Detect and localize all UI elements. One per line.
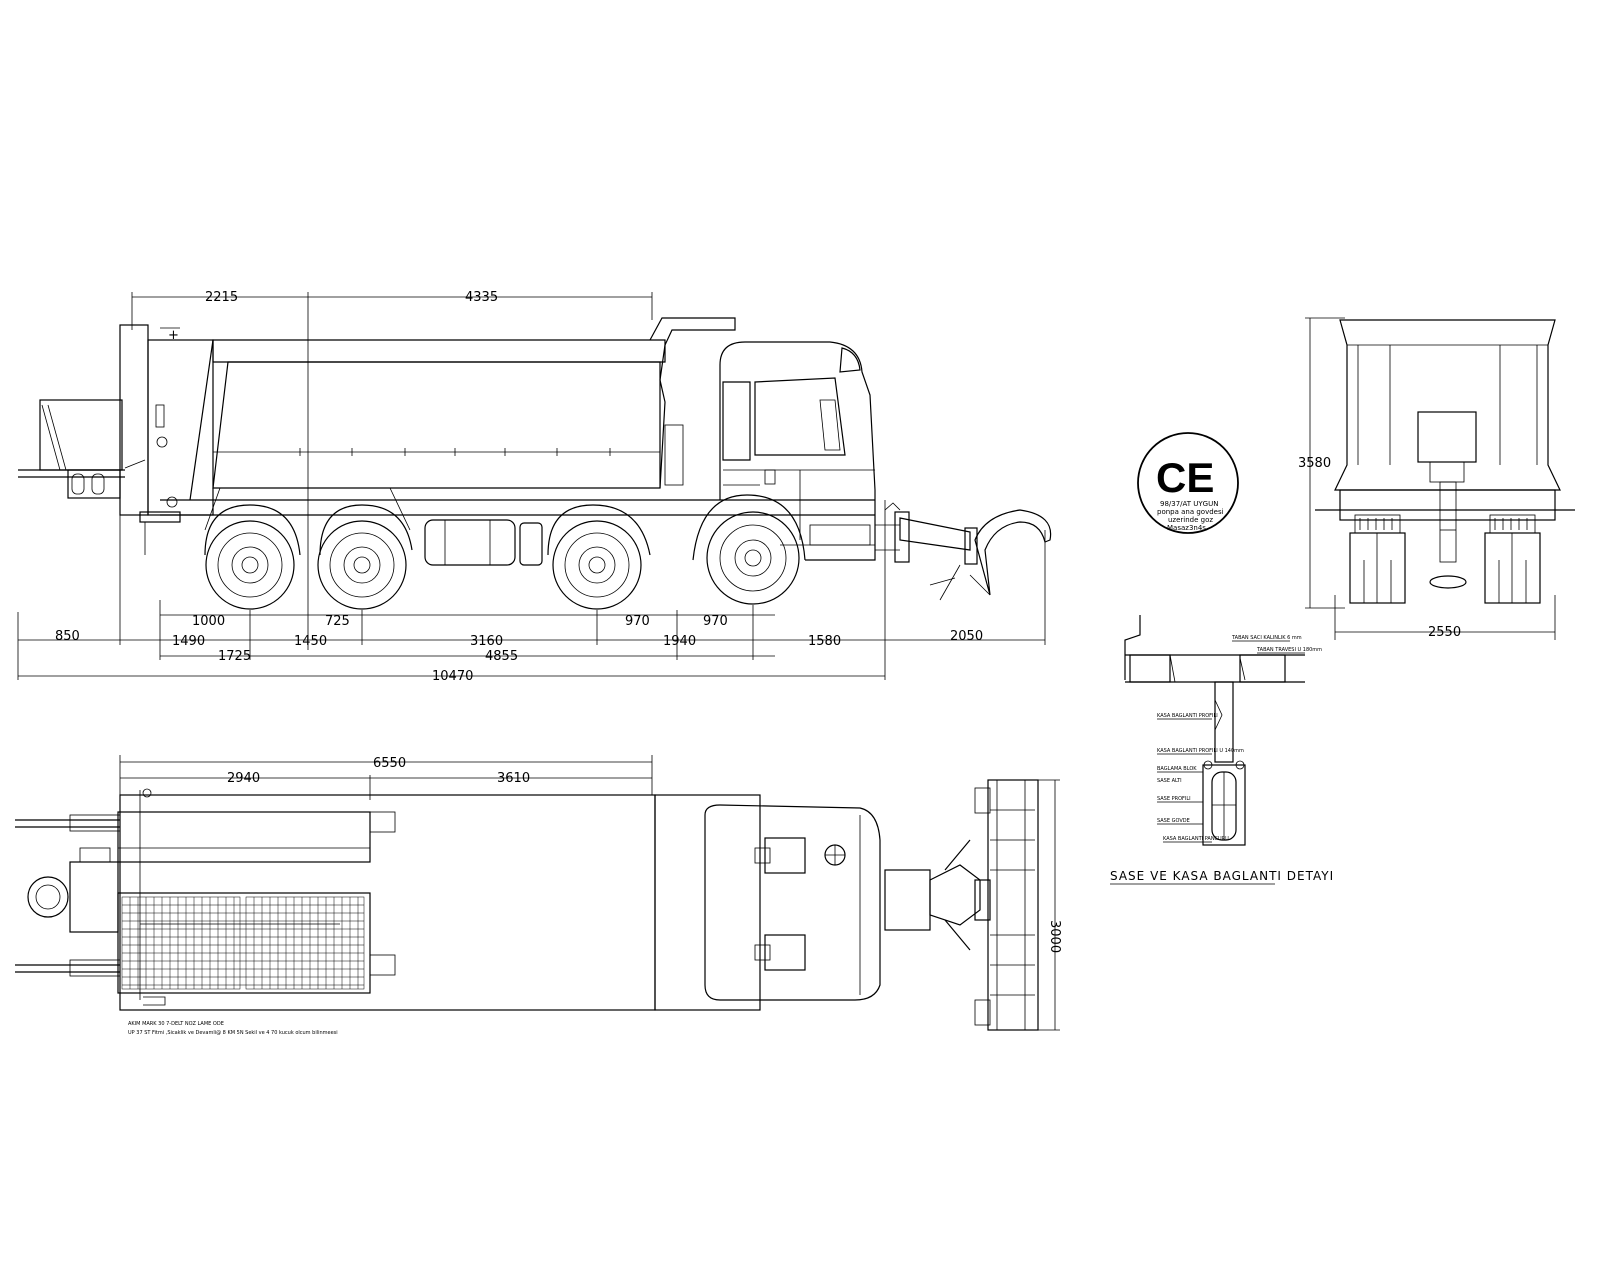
snow-plow-side: [875, 502, 1052, 601]
side-view: 2215 4335 +: [17, 290, 1052, 684]
detail-label-4: KASA BAGLANTI PROFILI U 140mm: [1157, 748, 1244, 754]
detail-title: SASE VE KASA BAGLANTI DETAYI: [1110, 869, 1334, 883]
dim-row2-3: 1450: [294, 634, 327, 649]
dim-row2-7: 2050: [950, 629, 983, 644]
note-2: UP 37 ST Fitmi ,Sicaklik ve Devamli@ 8 K…: [128, 1030, 338, 1036]
dim-row2-6: 1580: [808, 634, 841, 649]
ce-line-4: Masaz3n4s: [1167, 524, 1206, 532]
detail-label-3: KASA BAGLANTI PROFILI: [1157, 713, 1218, 719]
detail-label-7: SASE PROFILI: [1157, 796, 1191, 802]
snow-plow-top: 3000: [884, 779, 1062, 1031]
dim-row3-2: 4855: [485, 649, 518, 664]
wheel-3: [552, 520, 642, 610]
detail-label-8: SASE GOVDE: [1157, 818, 1190, 824]
dim-row2-1: 850: [55, 629, 80, 644]
dim-top-2: 4335: [465, 290, 498, 305]
ce-seal: CE 98/37/AT UYGUN ponpa ana govdesi uzer…: [1137, 432, 1239, 534]
top-dim-2: 3610: [497, 771, 530, 786]
rear-height-dim: 3580: [1298, 456, 1331, 471]
ce-line-2: ponpa ana govdesi: [1157, 508, 1224, 516]
dim-row3-1: 1725: [218, 649, 251, 664]
detail-label-2: TABAN TRAVESI U 180mm: [1256, 647, 1322, 653]
detail-label-6: SASE ALTI: [1157, 778, 1182, 784]
dim-row2-5: 1940: [663, 634, 696, 649]
top-dim-1: 2940: [227, 771, 260, 786]
dim-row2-4: 3160: [470, 634, 503, 649]
dim-total: 10470: [432, 669, 473, 684]
dim-row1-2: 725: [325, 614, 350, 629]
dim-row1-1: 1000: [192, 614, 225, 629]
wheel-2: [317, 520, 407, 610]
detail-label-5: BAGLAMA BLOK: [1157, 766, 1197, 772]
dim-row1-4: 970: [703, 614, 728, 629]
ce-line-3: uzerinde goz: [1168, 516, 1213, 524]
rear-view: 3580 2550: [1298, 317, 1575, 640]
connection-detail: TABAN SACI KALINLIK 6 mm TABAN TRAVESI U…: [1110, 615, 1334, 885]
rear-width-dim: 2550: [1428, 625, 1461, 640]
ce-line-1: 98/37/AT UYGUN: [1160, 500, 1218, 508]
wheel-1: [205, 520, 295, 610]
top-dim-total: 6550: [373, 756, 406, 771]
plow-width-dim: 3000: [1047, 920, 1062, 953]
dim-row1-3: 970: [625, 614, 650, 629]
dim-row2-2: 1490: [172, 634, 205, 649]
detail-label-1: TABAN SACI KALINLIK 6 mm: [1231, 635, 1302, 641]
note-1: AKIM MARK 30 7-DELT NOZ LAME ODE: [128, 1021, 224, 1027]
detail-labels: TABAN SACI KALINLIK 6 mm TABAN TRAVESI U…: [1157, 635, 1322, 843]
detail-label-9: KASA BAGLANTI PANCURU: [1163, 836, 1229, 842]
spreader-grid: [121, 896, 365, 990]
svg-text:+: +: [168, 328, 179, 343]
top-view: 6550 2940 3610: [15, 755, 1062, 1036]
ce-mark: CE: [1156, 454, 1214, 501]
wheel-4: [706, 511, 800, 605]
dim-top-1: 2215: [205, 290, 238, 305]
